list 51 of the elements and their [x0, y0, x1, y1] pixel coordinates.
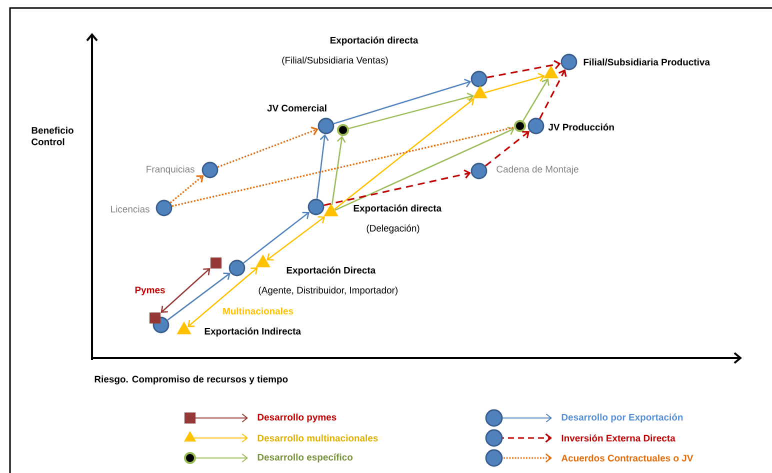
- legend-label: Desarrollo específico: [258, 454, 353, 462]
- group-label: Pymes: [135, 286, 165, 296]
- triangle-marker: [176, 322, 192, 334]
- dot-marker: [514, 120, 526, 132]
- arrow: [484, 72, 545, 94]
- arrow: [539, 69, 567, 120]
- axis-label: Riesgo. Compromiso de recursos y tiempo: [94, 376, 288, 384]
- legend-label: Desarrollo pymes: [258, 414, 336, 422]
- square-marker: [150, 312, 160, 324]
- legend-label: Acuerdos Contractuales o JV: [561, 454, 694, 462]
- stage-label: (Agente, Distribuidor, Importador): [258, 286, 398, 296]
- stage-label: Exportación directa: [354, 204, 442, 214]
- arrow: [243, 212, 310, 264]
- stage-label: (Delegación): [366, 224, 420, 234]
- arrow: [522, 78, 550, 122]
- arrow: [167, 272, 230, 321]
- arrow: [316, 134, 329, 199]
- square-marker: [210, 258, 222, 268]
- stage-label: Cadena de Montaje: [496, 166, 578, 174]
- arrow: [334, 78, 472, 124]
- arrow: [486, 60, 561, 78]
- stage-label: (Filial/Subsidiaria Ventas): [282, 56, 388, 66]
- legend-label: Desarrollo multinacionales: [258, 434, 378, 442]
- stage-label: Filial/Subsidiaria Productiva: [584, 58, 710, 66]
- stage-label: Licencias: [111, 206, 150, 212]
- arrow: [484, 131, 530, 167]
- stage-label: Exportación Directa: [286, 266, 376, 276]
- arrow: [160, 268, 210, 313]
- arrow: [187, 267, 258, 328]
- arrow: [324, 170, 471, 206]
- arrow: [266, 216, 326, 261]
- stage-label: Exportación Indirecta: [204, 328, 302, 336]
- group-label: Multinacionales: [223, 308, 294, 314]
- stage-label: Exportación directa: [330, 36, 418, 46]
- triangle-marker: [324, 204, 338, 216]
- triangle-marker: [472, 86, 488, 98]
- stage-label: Franquicias: [146, 166, 194, 174]
- legend-label: Inversión Externa Directa: [562, 434, 676, 442]
- arrow: [331, 136, 346, 205]
- stage-label: JV Producción: [548, 123, 614, 130]
- arrow: [334, 98, 474, 210]
- stage-label: JV Comercial: [267, 104, 326, 112]
- triangle-marker: [256, 254, 270, 268]
- legend-label: Desarrollo por Exportación: [562, 414, 683, 422]
- axis-label: Beneficio Control: [32, 126, 74, 146]
- arrow: [348, 92, 474, 130]
- arrow: [170, 175, 204, 204]
- arrow: [217, 126, 318, 168]
- dot-marker: [337, 124, 349, 136]
- triangle-marker: [544, 66, 558, 78]
- arrow: [334, 126, 515, 211]
